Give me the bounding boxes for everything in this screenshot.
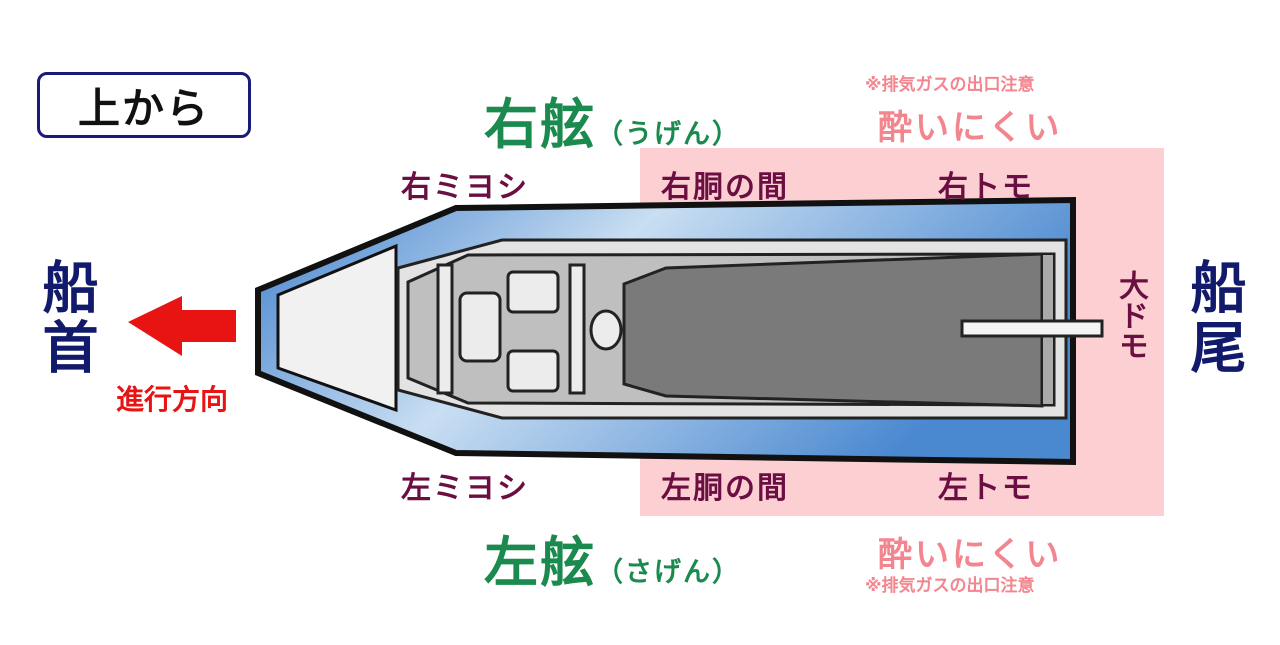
zone-center-stern: 大ドモ: [1113, 270, 1148, 360]
zone-starboard-bow: 右ミヨシ: [401, 170, 529, 205]
thwart-front: [436, 263, 454, 395]
hatch-lower: [506, 349, 560, 393]
direction-arrow: [128, 296, 236, 356]
zone-port-bow: 左ミヨシ: [401, 471, 529, 506]
zone-port-mid: 左胴の間: [661, 471, 789, 506]
starboard-label: 右舷: [484, 93, 596, 156]
starboard-reading: （うげん）: [596, 119, 741, 150]
port-title: 左舷（さげん）: [484, 518, 741, 597]
tiller-bar: [960, 319, 1104, 338]
view-label-box: 上から: [37, 72, 251, 138]
thwart-rear: [568, 263, 586, 395]
zone-starboard-stern: 右トモ: [938, 170, 1034, 205]
zone-starboard-mid: 右胴の間: [661, 170, 789, 205]
hatch-center: [458, 291, 502, 363]
bow-label: 船首: [33, 258, 98, 378]
exhaust-note-top: ※排気ガスの出口注意: [865, 75, 1035, 95]
port-label: 左舷: [484, 531, 596, 594]
less-seasick-bottom: 酔いにくい: [878, 535, 1063, 575]
exhaust-note-bottom: ※排気ガスの出口注意: [865, 576, 1035, 596]
view-label: 上から: [77, 83, 210, 133]
stern-end-label: 船尾: [1181, 258, 1246, 378]
port-reading: （さげん）: [596, 557, 741, 588]
direction-label: 進行方向: [116, 383, 229, 416]
starboard-title: 右舷（うげん）: [484, 80, 741, 159]
hatch-upper: [506, 270, 560, 314]
bow-deck: [276, 243, 398, 413]
zone-port-stern: 左トモ: [938, 471, 1034, 506]
less-seasick-top: 酔いにくい: [878, 108, 1063, 148]
live-well: [589, 309, 623, 351]
